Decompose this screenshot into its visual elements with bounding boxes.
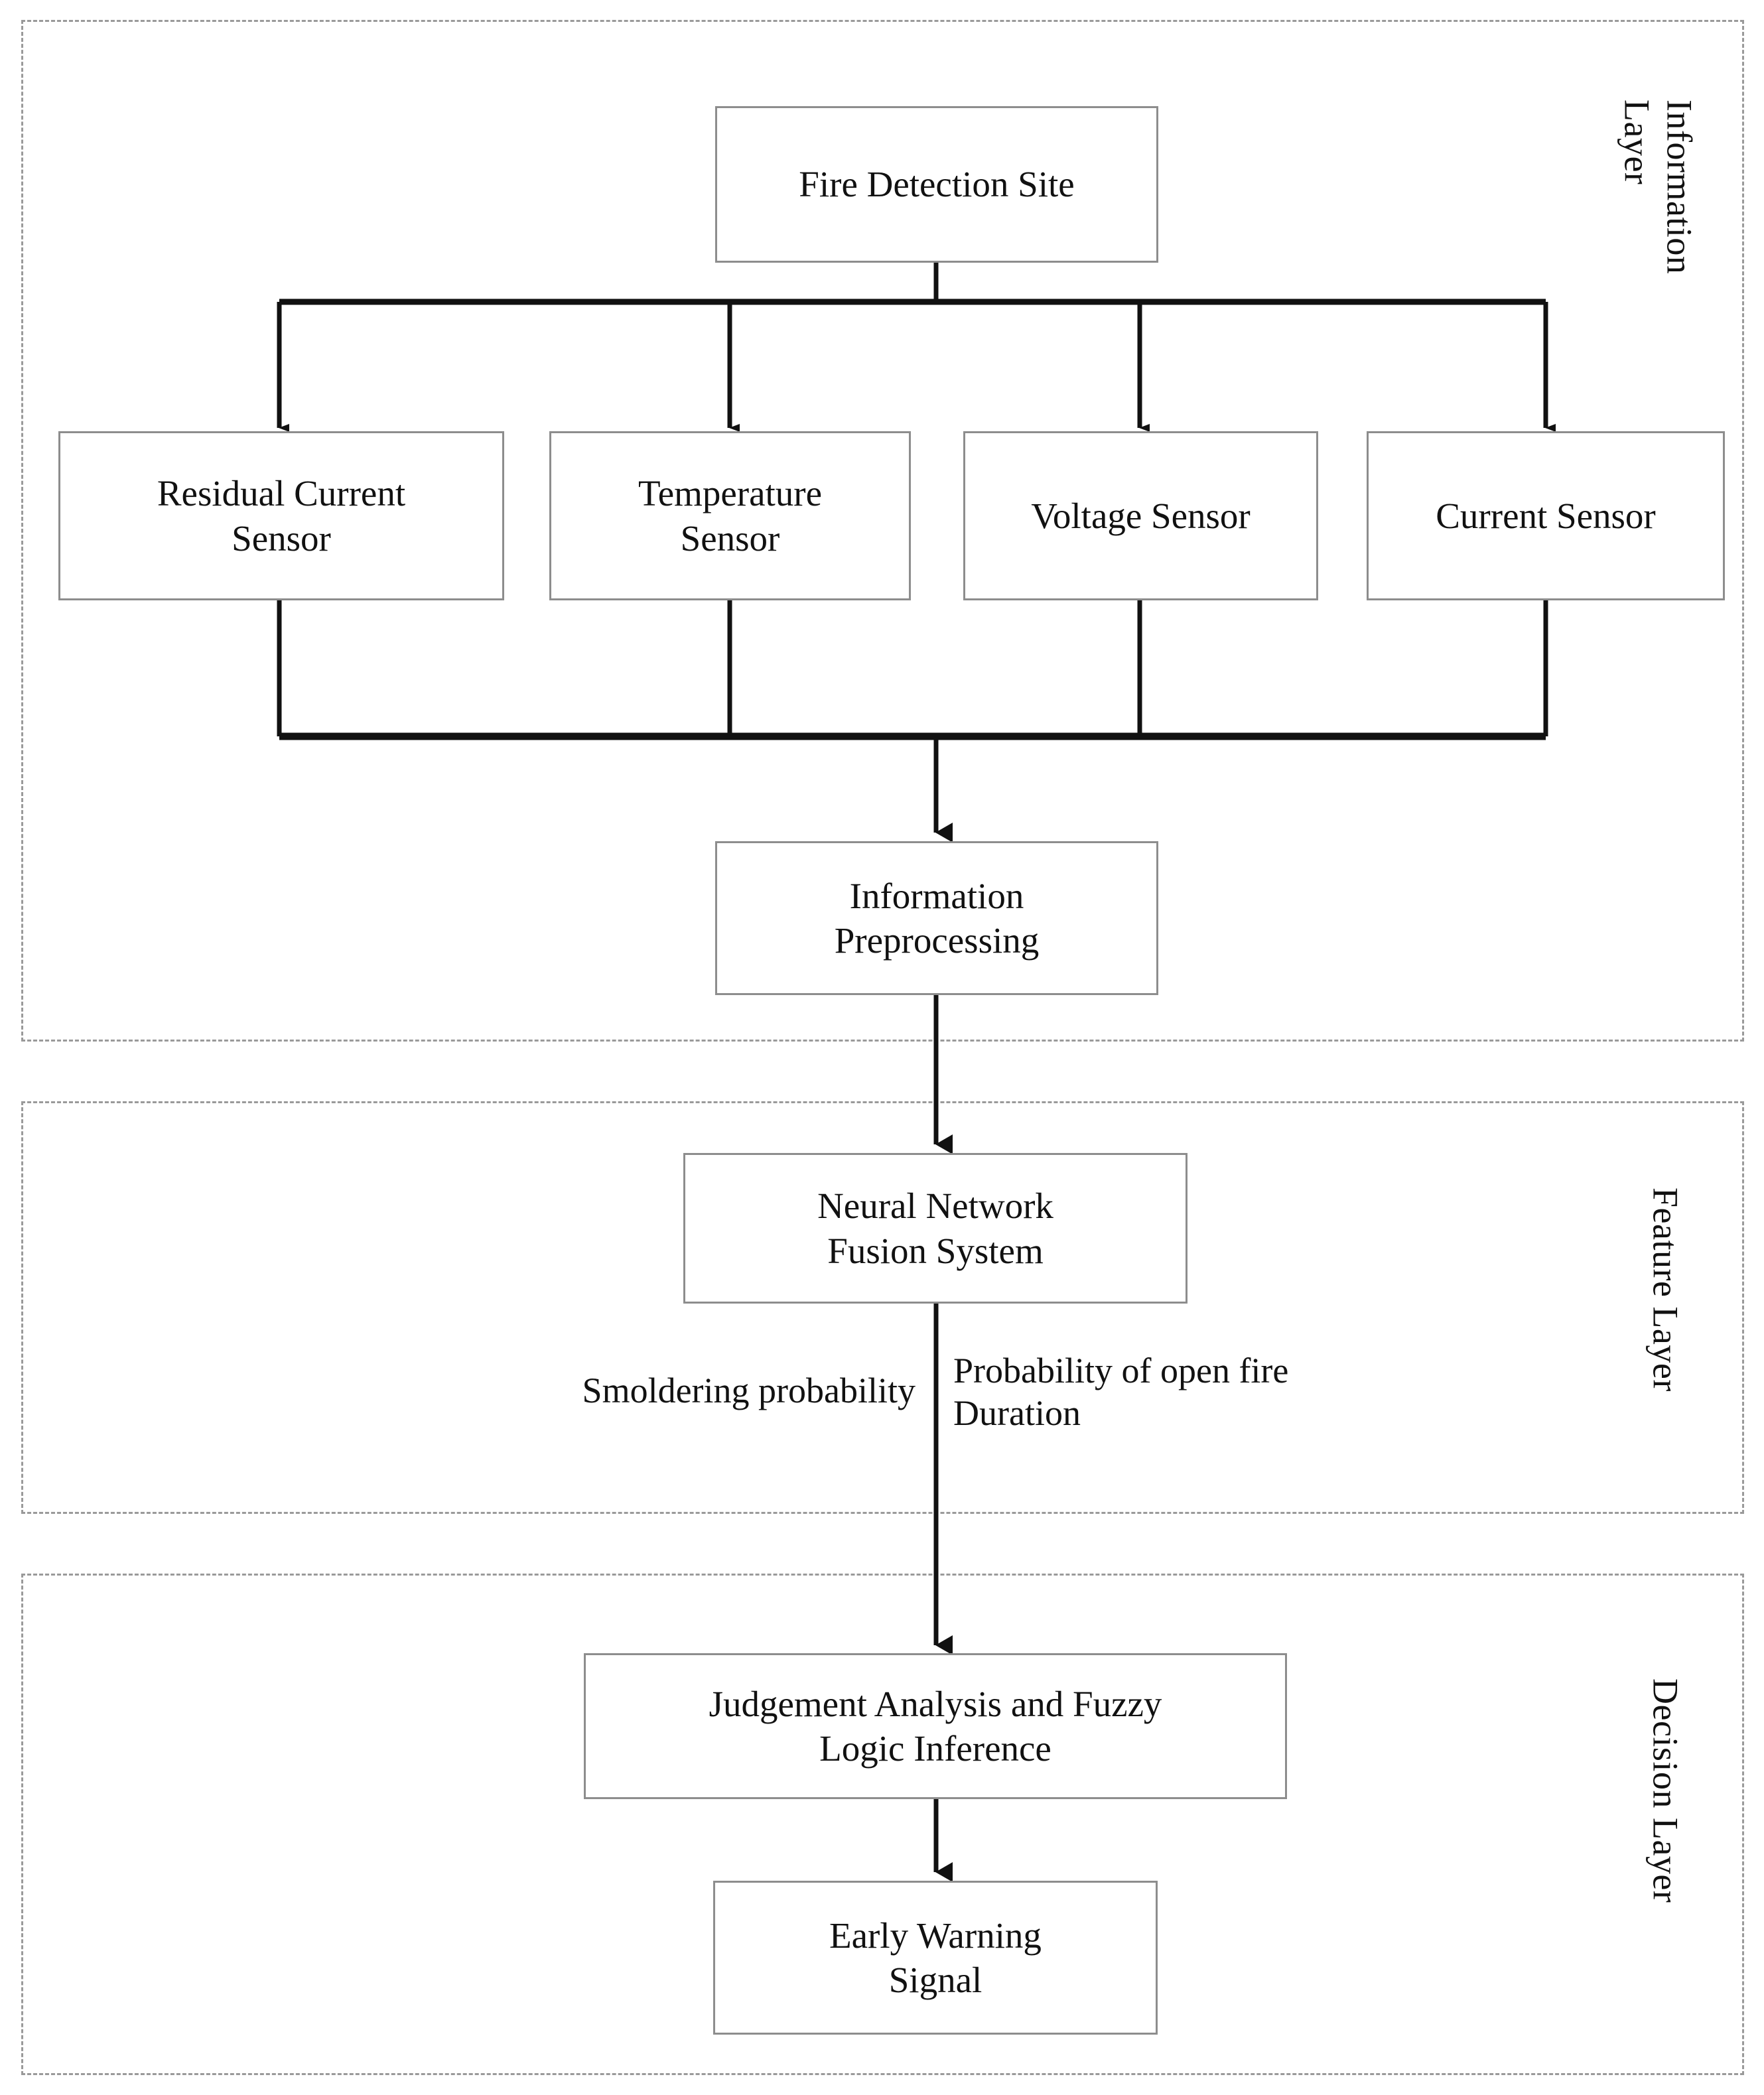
node-judgement-analysis[interactable]: Judgement Analysis and Fuzzy Logic Infer… xyxy=(584,1653,1287,1799)
layer-box-decision xyxy=(21,1574,1744,2075)
layer-caption-information: Information Layer xyxy=(1617,100,1700,275)
node-fire-detection-site[interactable]: Fire Detection Site xyxy=(715,106,1158,263)
node-early-warning-signal[interactable]: Early Warning Signal xyxy=(713,1881,1158,2035)
edge-label-smoldering-probability: Smoldering probability xyxy=(582,1371,916,1410)
layer-caption-decision: Decision Layer xyxy=(1645,1678,1686,1903)
layer-box-information xyxy=(21,20,1744,1042)
edge-label-open-fire-duration: Probability of open fire Duration xyxy=(953,1351,1289,1433)
node-temperature-sensor[interactable]: Temperature Sensor xyxy=(549,431,911,600)
node-residual-current-sensor[interactable]: Residual Current Sensor xyxy=(58,431,504,600)
node-voltage-sensor[interactable]: Voltage Sensor xyxy=(963,431,1318,600)
layer-box-feature xyxy=(21,1101,1744,1514)
node-neural-network-fusion-system[interactable]: Neural Network Fusion System xyxy=(683,1153,1187,1304)
node-current-sensor[interactable]: Current Sensor xyxy=(1367,431,1725,600)
layer-caption-feature: Feature Layer xyxy=(1645,1187,1686,1392)
node-information-preprocessing[interactable]: Information Preprocessing xyxy=(715,841,1158,995)
